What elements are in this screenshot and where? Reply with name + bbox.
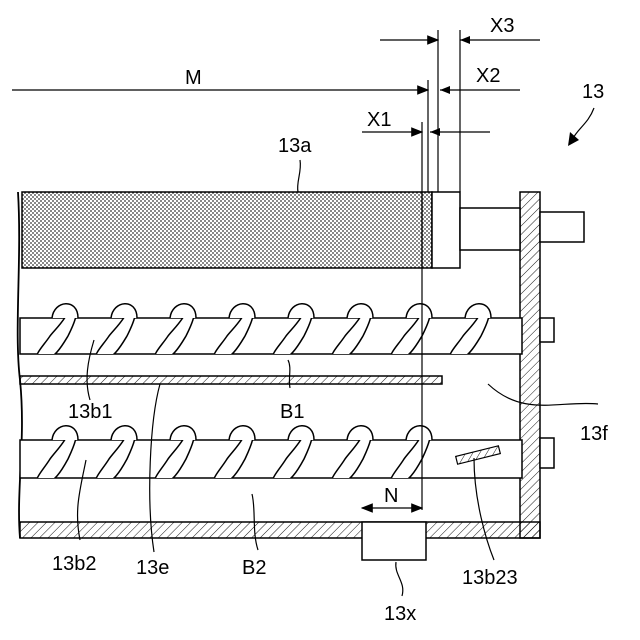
screw-flight-crest — [52, 304, 78, 318]
label-dim-x2: X2 — [476, 65, 500, 87]
screw-flight-crest — [406, 304, 432, 318]
screw-flight-crest — [170, 304, 196, 318]
partition-13e — [20, 376, 442, 384]
screw-flight-crest — [229, 304, 255, 318]
label-screw-lower: 13b2 — [52, 553, 97, 575]
screw-13b2 — [20, 424, 554, 484]
screw-flight-caps-lower — [52, 426, 432, 440]
label-assembly: 13 — [582, 81, 604, 103]
screw-flight-crest — [347, 304, 373, 318]
screw-flight-caps-upper — [52, 304, 491, 318]
label-region-b1: B1 — [280, 401, 304, 423]
bottom-wall — [20, 522, 540, 538]
screw-flight-crest — [347, 426, 373, 440]
port-13x — [362, 522, 426, 560]
label-dim-n: N — [384, 485, 398, 507]
screw-flight-crest — [170, 426, 196, 440]
label-partition: 13e — [136, 557, 169, 579]
label-dim-x1: X1 — [367, 109, 391, 131]
screw-flight-crest — [52, 426, 78, 440]
screw-flight-crest — [465, 304, 491, 318]
roller-13a — [22, 192, 584, 268]
screw-flight-crest — [229, 426, 255, 440]
label-roller: 13a — [278, 135, 312, 157]
dimension-lines — [12, 30, 540, 510]
label-frame: 13f — [580, 423, 608, 445]
label-port: 13x — [384, 603, 416, 625]
label-region-b2: B2 — [242, 557, 266, 579]
label-blade: 13b23 — [462, 567, 518, 589]
screw-flight-crest — [406, 426, 432, 440]
screw-flight-crest — [288, 304, 314, 318]
label-screw-upper: 13b1 — [68, 401, 113, 423]
screw-flight-crest — [111, 304, 137, 318]
right-wall — [520, 192, 540, 538]
screw-flight-crest — [288, 426, 314, 440]
label-dim-m: M — [185, 67, 202, 89]
screw-flight-crest — [111, 426, 137, 440]
label-dim-x3: X3 — [490, 15, 514, 37]
screw-13b1 — [20, 302, 554, 360]
